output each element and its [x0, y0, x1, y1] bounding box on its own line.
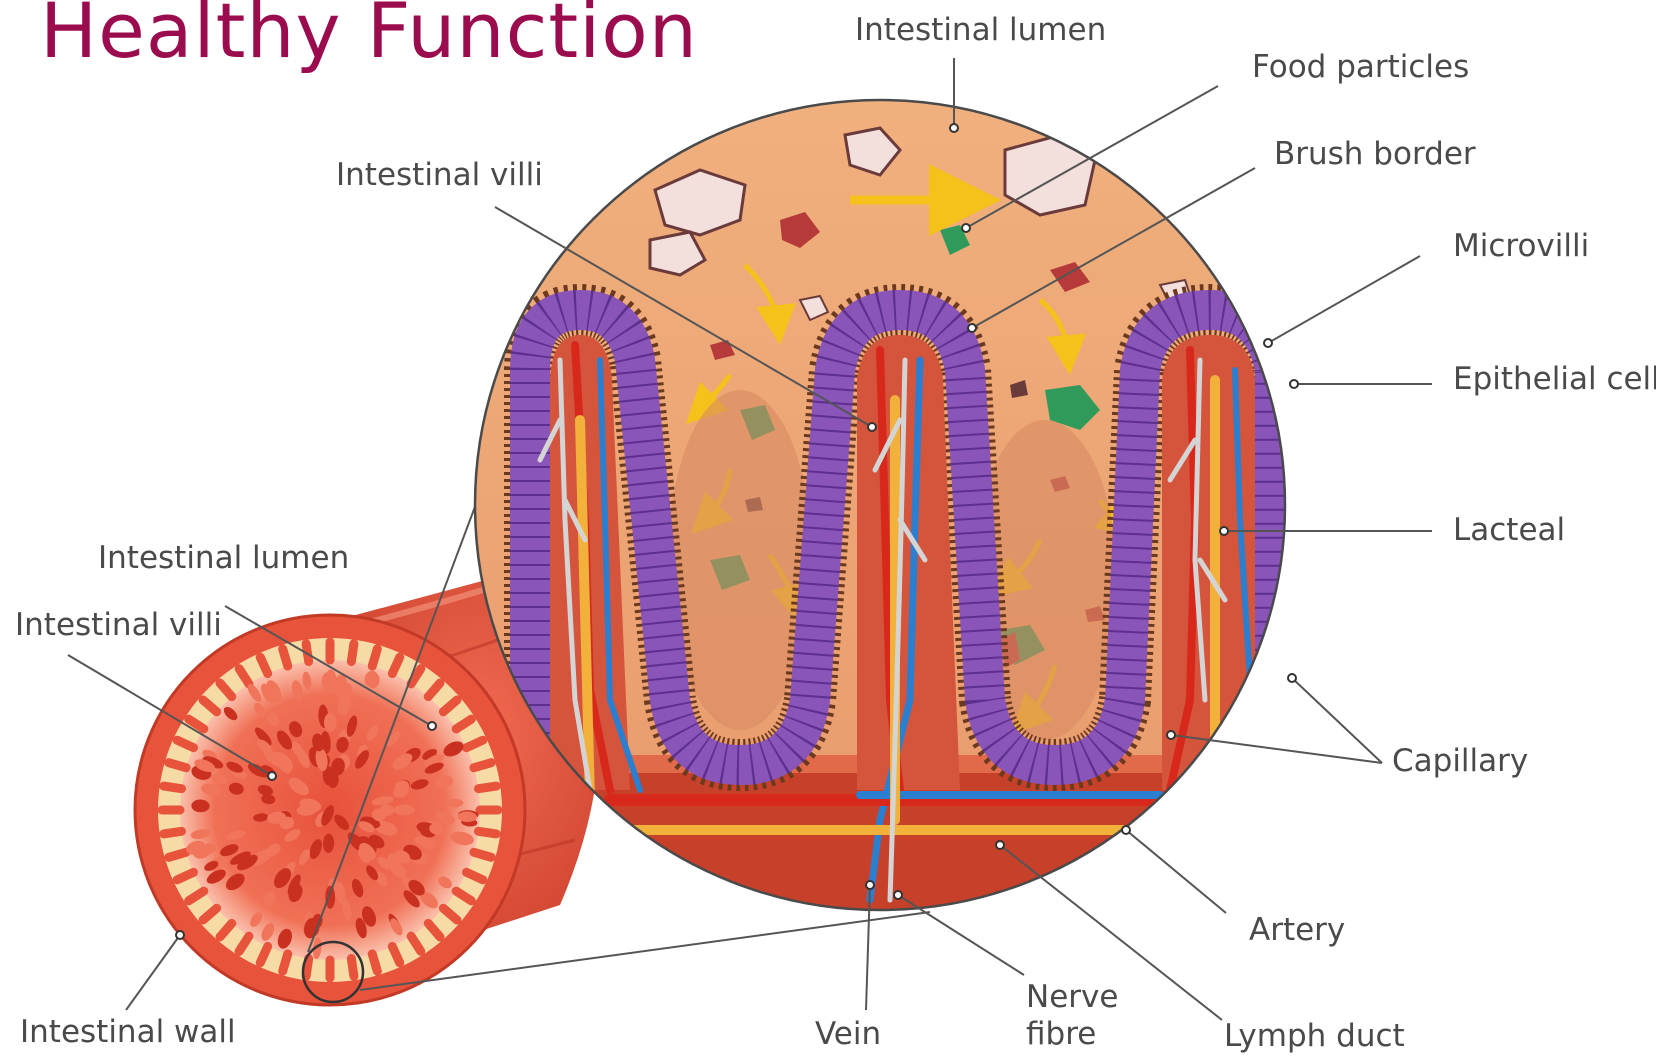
- label-intestinal-villi-top: Intestinal villi: [336, 157, 543, 193]
- label-artery: Artery: [1249, 912, 1345, 948]
- label-intestinal-lumen-left: Intestinal lumen: [98, 540, 349, 576]
- label-brush-border: Brush border: [1274, 136, 1476, 172]
- label-epithelial-cell: Epithelial cell: [1453, 361, 1656, 397]
- page-title: Healthy Function: [40, 0, 698, 75]
- label-lymph-duct: Lymph duct: [1224, 1018, 1405, 1054]
- label-capillary: Capillary: [1392, 743, 1528, 779]
- label-intestinal-villi-left: Intestinal villi: [15, 607, 222, 643]
- label-intestinal-wall: Intestinal wall: [20, 1014, 236, 1050]
- label-intestinal-lumen-top: Intestinal lumen: [855, 12, 1106, 48]
- label-food-particles: Food particles: [1252, 49, 1469, 85]
- label-lacteal: Lacteal: [1453, 512, 1565, 548]
- label-vein: Vein: [815, 1016, 881, 1052]
- label-nerve-fibre-line1: Nerve: [1026, 979, 1118, 1015]
- label-microvilli: Microvilli: [1453, 228, 1589, 264]
- tube-cross-section: [135, 615, 525, 1005]
- label-nerve-fibre-line2: fibre: [1026, 1016, 1096, 1052]
